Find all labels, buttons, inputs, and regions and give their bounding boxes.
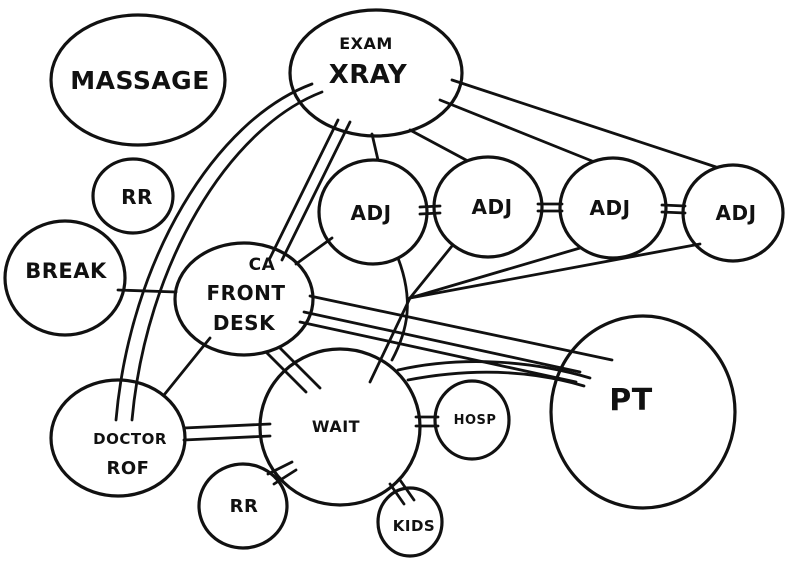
desk-label: DESK (213, 311, 276, 335)
edge-doctor-wait-a (182, 422, 272, 430)
edge-xray-adj3 (438, 98, 594, 163)
wait-label: WAIT (312, 417, 360, 436)
edges (114, 78, 718, 506)
edge-wait-pt-a (396, 360, 592, 380)
edge-wait-kids-a (388, 482, 406, 506)
doctor-label: DOCTOR (93, 430, 167, 448)
adj-node-1 (317, 158, 429, 266)
edge-adj2-hub (408, 244, 454, 300)
rof-label: ROF (107, 458, 150, 479)
edge-xray-adj2 (408, 128, 468, 162)
edge-doctor-wait-b (182, 434, 272, 442)
edge-frontdesk-pt-c (298, 320, 578, 384)
rr-top-label: RR (121, 185, 153, 209)
pt-label: PT (609, 383, 652, 418)
edge-frontdesk-pt-b (302, 310, 582, 374)
edge-adj4-hub (408, 242, 702, 300)
doctor-rof-node (49, 378, 187, 498)
edge-frontdesk-wait-b (278, 346, 322, 390)
edge-adj1-adj2-a (418, 204, 442, 209)
break-node (3, 219, 127, 337)
adj-2-label: ADJ (471, 195, 512, 219)
edge-frontdesk-wait-a (264, 350, 308, 394)
edge-wait-pt-b (406, 370, 586, 388)
hosp-label: HOSP (454, 413, 497, 428)
rr-bottom-node (197, 462, 289, 550)
edge-adj1-frontdesk (294, 236, 334, 266)
xray-label: XRAY (329, 60, 408, 90)
front-desk-node (173, 241, 315, 357)
edge-xray-frontdesk-a (268, 118, 340, 260)
exam-xray-node (288, 8, 464, 138)
adj-1-label: ADJ (350, 201, 391, 225)
break-label: BREAK (25, 259, 107, 283)
kids-label: KIDS (393, 517, 435, 535)
kids-node (376, 486, 444, 558)
edge-xray-adj1 (370, 132, 380, 162)
adj-3-label: ADJ (589, 196, 630, 220)
edge-xray-doctor-b (130, 90, 324, 422)
massage-label: MASSAGE (70, 66, 210, 95)
edge-xray-doctor-a (114, 82, 314, 422)
edge-adj3-hub (408, 246, 582, 300)
edge-wait-rr-a (266, 460, 294, 476)
edge-wait-kids-b (398, 478, 416, 502)
edge-wait-rr-b (272, 468, 298, 486)
exam-label: EXAM (339, 34, 393, 53)
front-label: FRONT (207, 281, 286, 305)
edge-frontdesk-pt-a (308, 294, 614, 362)
edge-frontdesk-doctor (162, 336, 212, 397)
edge-adj3-adj4-a (660, 203, 687, 208)
edge-xray-frontdesk-b (280, 120, 352, 262)
adj-4-label: ADJ (715, 201, 756, 225)
pt-node (549, 314, 737, 510)
adj-node-3 (558, 156, 668, 260)
edge-adj1-adj2-b (418, 211, 442, 216)
ca-label: CA (249, 255, 276, 275)
edge-break-frontdesk (116, 288, 178, 294)
edge-adj1-wait (390, 256, 409, 362)
massage-node (49, 13, 227, 147)
rr-bottom-label: RR (230, 496, 259, 517)
edge-xray-adj4 (450, 78, 718, 169)
edge-hub-wait (368, 296, 412, 384)
edge-adj3-adj4-b (660, 210, 687, 215)
hosp-node (433, 379, 511, 461)
rr-top-node (91, 157, 175, 235)
